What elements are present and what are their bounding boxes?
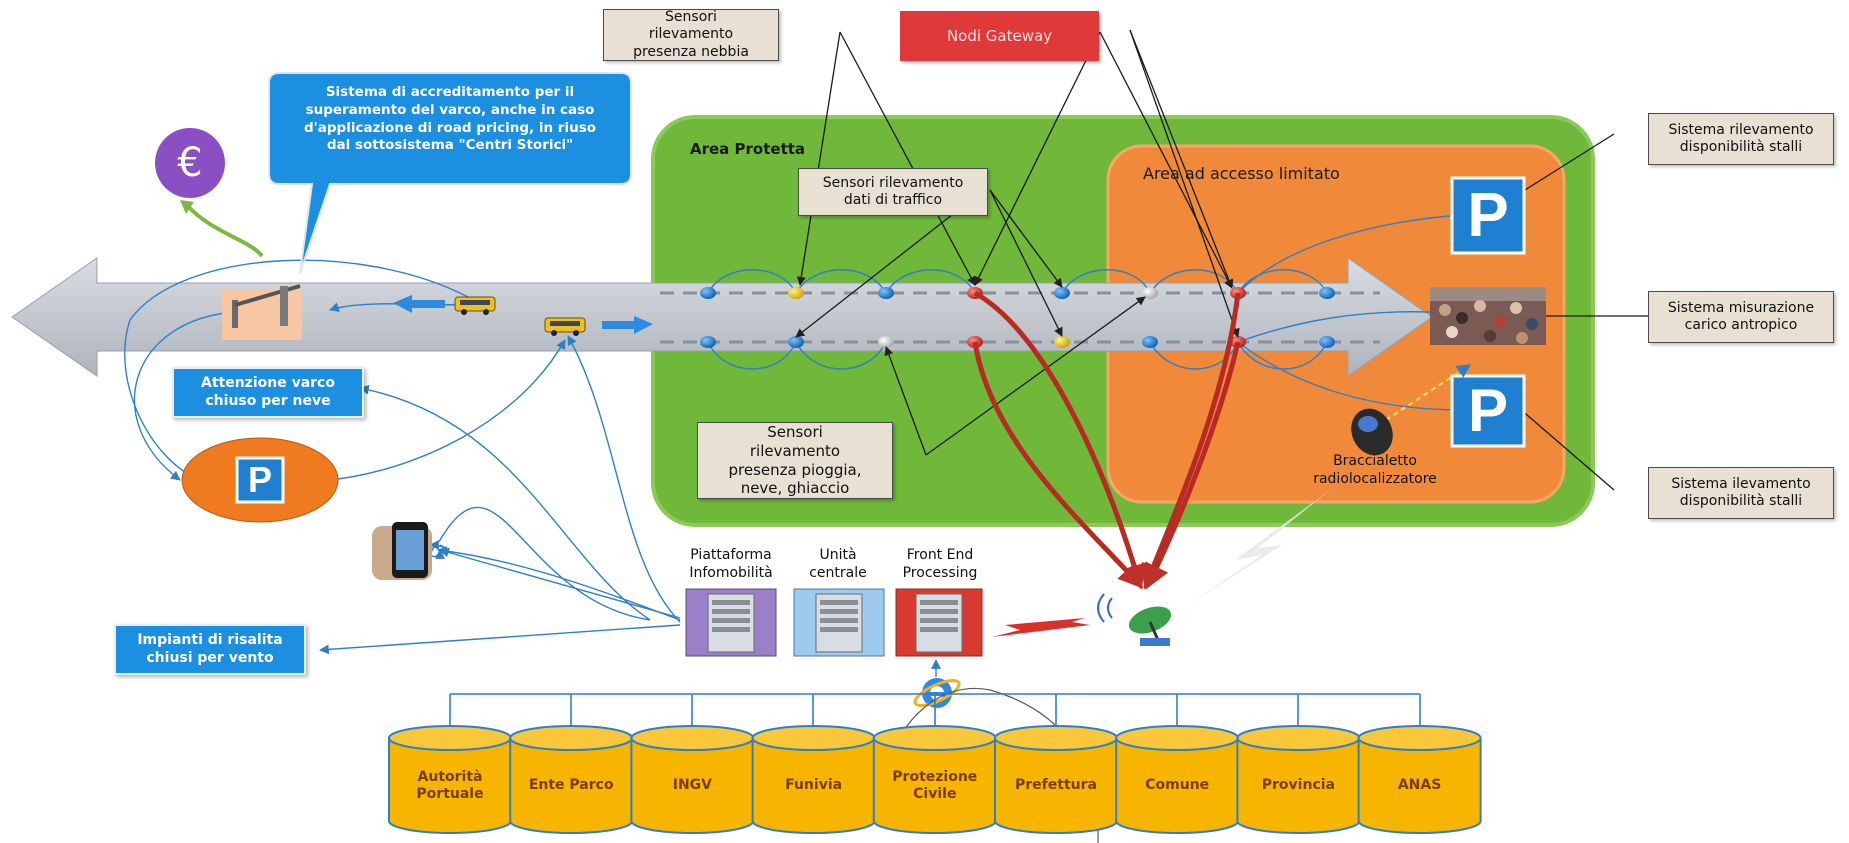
database-label: Comune	[1145, 777, 1210, 794]
euro-symbol: €	[177, 140, 203, 186]
euro-link-head	[180, 200, 194, 214]
bus-icon	[544, 317, 586, 336]
database-shapes	[388, 725, 1482, 834]
parking-letter-oval: P	[247, 459, 272, 500]
database-cylinder	[1357, 725, 1482, 834]
sensor-blue	[878, 287, 894, 299]
callout-bubble	[268, 72, 632, 274]
database-cylinder	[388, 725, 512, 834]
parking-sign-bottom	[1450, 374, 1526, 448]
sensor-blue	[1054, 287, 1070, 299]
area-limitato-title: Area ad accesso limitato	[1143, 164, 1340, 183]
gateway-links	[972, 290, 1241, 590]
database-label: ANAS	[1397, 777, 1442, 794]
label-unita: Unità centrale	[809, 547, 867, 581]
database-label: Autorità Portuale	[416, 768, 484, 803]
sensor-blue	[700, 287, 716, 299]
phone-arrow	[437, 546, 681, 621]
lightning-bolt-red	[992, 618, 1090, 637]
direction-arrow-left	[393, 295, 445, 313]
database-cylinder	[1115, 725, 1240, 834]
label-gateway: Nodi Gateway	[900, 11, 1099, 61]
label-traffico: Sensori rilevamento dati di traffico	[798, 168, 988, 216]
database-cylinder	[751, 725, 876, 834]
sensor-white	[1142, 287, 1158, 299]
label-stalli-top: Sistema rilevamento disponibilità stalli	[1648, 113, 1834, 165]
database-cylinder	[1236, 725, 1361, 834]
database-label: Funivia	[785, 777, 843, 794]
gate-barrier-icon	[222, 284, 302, 340]
euro-link-arrow	[184, 202, 264, 258]
sensor-yellow	[1054, 336, 1070, 348]
internet-explorer-icon	[913, 678, 961, 708]
label-piattaforma: Piattaforma Infomobilità	[689, 547, 773, 581]
sensors-bottom-lane	[700, 336, 1335, 348]
database-label: Provincia	[1261, 777, 1335, 794]
callout-text: Sistema di accreditamento per il superam…	[303, 84, 597, 154]
label-front-end: Front End Processing	[902, 547, 978, 581]
database-label: Ente Parco	[528, 777, 614, 794]
sensor-white	[878, 336, 894, 348]
antenna-icon	[1097, 593, 1172, 646]
direction-arrow-right	[602, 316, 653, 334]
phone-icon	[372, 522, 432, 580]
sensor-blue	[788, 336, 804, 348]
sensor-blue	[700, 336, 716, 348]
server-front-end	[895, 588, 983, 657]
parking-sign-top	[1450, 176, 1526, 255]
crowd-image	[1430, 287, 1546, 345]
label-braccialetto: Braccialetto radiolocalizzatore	[1313, 453, 1437, 487]
label-carico: Sistema misurazione carico antropico	[1648, 291, 1834, 343]
server-unita	[793, 588, 885, 657]
label-stalli-bottom: Sistema ilevamento disponibilità stalli	[1648, 467, 1834, 519]
database-cylinder	[630, 725, 755, 834]
label-nebbia: Sensori rilevamento presenza nebbia	[603, 9, 779, 61]
database-cylinder	[994, 725, 1118, 834]
database-label: Protezione Civile	[892, 768, 978, 803]
bracelet-icon	[1351, 408, 1393, 456]
sensor-blue	[1142, 336, 1158, 348]
parking-sign-oval	[235, 456, 285, 504]
area-protetta-title: Area Protetta	[690, 140, 806, 158]
parking-letter-top: P	[1467, 181, 1509, 250]
label-varco-neve: Attenzione varco chiuso per neve	[172, 367, 364, 418]
wireless-dashed-arrow	[1385, 364, 1472, 421]
euro-circle	[155, 128, 225, 198]
left-info-arrows	[124, 259, 681, 655]
server-piattaforma	[685, 588, 777, 657]
database-label: Prefettura	[1015, 777, 1097, 794]
database-label: INGV	[672, 777, 713, 794]
label-pioggia: Sensori rilevamento presenza pioggia, ne…	[697, 422, 893, 499]
label-impianti: Impianti di risalita chiusi per vento	[114, 624, 306, 675]
annotation-arrows	[795, 29, 1615, 491]
sensor-yellow	[788, 287, 804, 299]
parking-letter-bottom: P	[1467, 377, 1509, 444]
sensor-blue	[1319, 287, 1335, 299]
bus-icon	[454, 296, 496, 315]
database-cylinder	[872, 725, 997, 834]
sensor-blue	[1319, 336, 1335, 348]
